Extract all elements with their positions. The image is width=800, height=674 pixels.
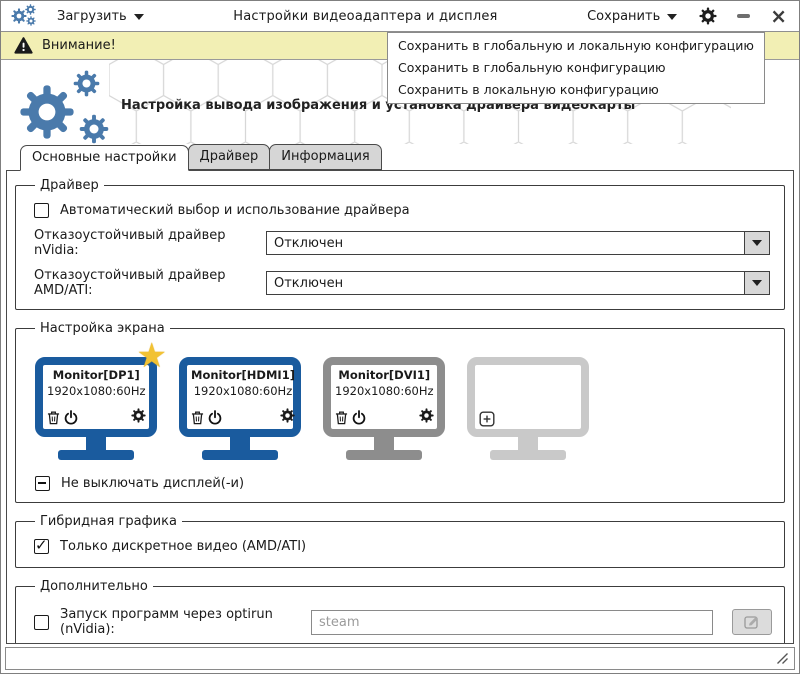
driver-group-legend: Драйвер	[40, 178, 99, 193]
optirun-checkbox[interactable]	[34, 614, 49, 630]
pencil-icon	[744, 616, 758, 629]
auto-driver-checkbox[interactable]	[34, 203, 49, 218]
warning-label: Внимание!	[42, 38, 116, 53]
monitor-mode: 1920x1080:60Hz	[193, 384, 293, 398]
monitor-stand-base	[490, 450, 566, 460]
dropdown-arrow-icon[interactable]	[744, 272, 769, 294]
tab-main-settings[interactable]: Основные настройки	[20, 145, 189, 171]
monitor-stand	[230, 437, 250, 450]
menu-item-save-global[interactable]: Сохранить в глобальную конфигурацию	[398, 60, 666, 75]
monitor-mode: 1920x1080:60Hz	[335, 384, 434, 398]
driver-group: Драйвер Автоматический выбор и использов…	[15, 178, 785, 310]
keep-displays-on-label: Не выключать дисплей(-и)	[61, 476, 245, 491]
nvidia-failsafe-select[interactable]: Отключен	[266, 231, 770, 255]
settings-gear-icon[interactable]	[699, 7, 717, 25]
monitor-stand-base	[346, 450, 422, 460]
nvidia-failsafe-label: Отказоустойчивый драйвер nVidia:	[34, 228, 226, 258]
monitor-list: ★ Monitor[DP1] 1920x1080:60Hz	[35, 339, 774, 460]
app-logo-gears-large-icon	[17, 68, 113, 144]
discrete-only-label: Только дискретное видео (AMD/ATI)	[60, 539, 307, 554]
monitor-name: Monitor[DP1]	[52, 368, 140, 382]
app-logo-gears-icon	[11, 4, 41, 28]
window-title: Настройки видеоадаптера и дисплея	[233, 8, 498, 24]
monitor-stand	[374, 437, 394, 450]
monitor-settings-gear-icon[interactable]	[130, 408, 146, 427]
keep-displays-on-checkbox[interactable]	[35, 476, 50, 491]
load-menu-button[interactable]: Загрузить	[55, 5, 146, 28]
monitor-mode: 1920x1080:60Hz	[47, 384, 146, 398]
monitor-name: Monitor[DVI1]	[338, 368, 431, 382]
tab-driver[interactable]: Драйвер	[187, 144, 271, 170]
main-panel: Драйвер Автоматический выбор и использов…	[6, 170, 794, 644]
optirun-command-input[interactable]	[311, 609, 713, 635]
extra-group: Дополнительно Запуск программ через opti…	[15, 579, 785, 643]
chevron-down-icon	[667, 14, 678, 20]
monitor-settings-gear-icon[interactable]	[418, 408, 434, 427]
warning-triangle-icon	[14, 37, 33, 54]
delete-monitor-icon[interactable]	[335, 410, 348, 425]
nvidia-failsafe-value: Отключен	[274, 235, 344, 251]
dropdown-arrow-icon[interactable]	[744, 232, 769, 254]
amd-failsafe-label: Отказоустойчивый драйвер AMD/ATI:	[34, 268, 226, 298]
amd-failsafe-select[interactable]: Отключен	[266, 271, 770, 295]
monitor-card-dp1[interactable]: ★ Monitor[DP1] 1920x1080:60Hz	[35, 339, 167, 460]
chevron-down-icon	[133, 14, 144, 20]
save-menu-button[interactable]: Сохранить	[585, 5, 679, 28]
extra-group-legend: Дополнительно	[40, 579, 148, 594]
load-menu-label: Загрузить	[57, 8, 127, 24]
hybrid-group-legend: Гибридная графика	[40, 514, 177, 529]
screen-group-legend: Настройка экрана	[40, 321, 165, 336]
discrete-only-checkbox[interactable]	[34, 536, 49, 554]
monitor-stand	[86, 437, 106, 450]
minimize-button[interactable]	[737, 14, 751, 18]
primary-star-icon: ★	[136, 336, 167, 376]
monitor-stand-base	[202, 450, 278, 460]
close-button[interactable]: ×	[770, 4, 787, 28]
screen-group: Настройка экрана ★ Monitor[DP1] 1920x108…	[15, 321, 785, 503]
status-bar	[5, 647, 795, 670]
monitor-card-dvi1[interactable]: Monitor[DVI1] 1920x1080:60Hz	[323, 357, 445, 460]
monitor-settings-gear-icon[interactable]	[280, 408, 295, 427]
tab-information[interactable]: Информация	[269, 144, 382, 170]
delete-monitor-icon[interactable]	[191, 410, 204, 425]
monitor-name: Monitor[HDMI1]	[191, 368, 295, 382]
amd-failsafe-value: Отключен	[274, 275, 344, 291]
resize-grip[interactable]	[773, 652, 789, 666]
menu-item-save-global-local[interactable]: Сохранить в глобальную и локальную конфи…	[398, 38, 754, 53]
titlebar: Загрузить Настройки видеоадаптера и дисп…	[1, 1, 799, 32]
monitor-card-add[interactable]	[467, 357, 589, 460]
tabbar: Основные настройки Драйвер Информация	[1, 144, 799, 171]
monitor-stand	[518, 437, 538, 450]
optirun-edit-button[interactable]	[732, 609, 772, 635]
power-monitor-icon[interactable]	[64, 410, 78, 425]
auto-driver-label: Автоматический выбор и использование дра…	[60, 203, 410, 218]
save-dropdown-menu: Сохранить в глобальную и локальную конфи…	[387, 32, 765, 104]
add-monitor-plus-icon[interactable]	[479, 411, 495, 427]
optirun-label: Запуск программ через optirun (nVidia):	[60, 607, 273, 637]
save-menu-label: Сохранить	[587, 8, 661, 24]
power-monitor-icon[interactable]	[352, 410, 366, 425]
delete-monitor-icon[interactable]	[47, 410, 60, 425]
menu-item-save-local[interactable]: Сохранить в локальную конфигурацию	[398, 82, 659, 97]
monitor-stand-base	[58, 450, 134, 460]
monitor-card-hdmi1[interactable]: Monitor[HDMI1] 1920x1080:60Hz	[179, 357, 301, 460]
power-monitor-icon[interactable]	[208, 410, 222, 425]
hybrid-graphics-group: Гибридная графика Только дискретное виде…	[15, 514, 785, 568]
